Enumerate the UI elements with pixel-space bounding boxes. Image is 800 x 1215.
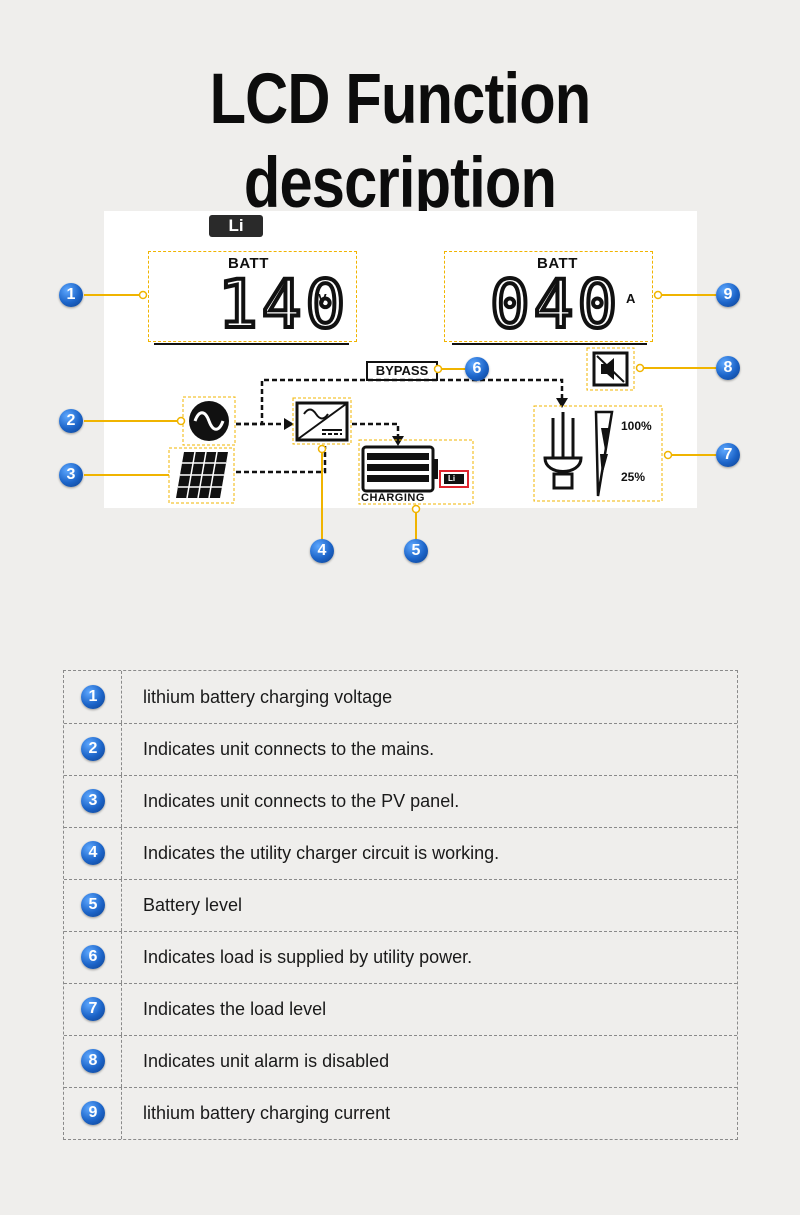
callout-badge-9: 9 bbox=[716, 283, 740, 307]
legend-description: Indicates the utility charger circuit is… bbox=[143, 843, 500, 863]
voltage-underline bbox=[154, 343, 349, 345]
current-batt-label: BATT bbox=[537, 255, 578, 272]
legend-row: 5 Battery level bbox=[64, 879, 737, 932]
voltage-batt-label: BATT bbox=[228, 255, 269, 272]
current-display-box bbox=[444, 251, 653, 342]
charging-label: CHARGING bbox=[361, 492, 425, 504]
legend-badge: 9 bbox=[81, 1101, 105, 1125]
callout-badge-8: 8 bbox=[716, 356, 740, 380]
lcd-flow-diagram bbox=[84, 290, 716, 540]
callout-badge-6: 6 bbox=[465, 357, 489, 381]
voltage-value: 140 bbox=[216, 266, 350, 343]
ac-mains-icon bbox=[182, 396, 236, 446]
legend-row: 1 lithium battery charging voltage bbox=[64, 671, 737, 724]
legend-number-cell: 3 bbox=[64, 775, 122, 827]
current-unit: A bbox=[626, 291, 636, 306]
legend-row: 2 Indicates unit connects to the mains. bbox=[64, 723, 737, 776]
current-value: 040 bbox=[488, 266, 622, 343]
legend-number-cell: 1 bbox=[64, 671, 122, 723]
legend-number-cell: 5 bbox=[64, 879, 122, 931]
legend-description: Battery level bbox=[143, 895, 243, 915]
legend-description: lithium battery charging voltage bbox=[143, 687, 393, 707]
legend-row: 7 Indicates the load level bbox=[64, 983, 737, 1036]
legend-description: Indicates unit alarm is disabled bbox=[143, 1051, 390, 1071]
legend-number-cell: 2 bbox=[64, 723, 122, 775]
legend-badge: 2 bbox=[81, 737, 105, 761]
alarm-disabled-icon bbox=[586, 347, 635, 391]
li-battery-tag: Li bbox=[209, 215, 263, 237]
legend-badge: 8 bbox=[81, 1049, 105, 1073]
legend-row: 8 Indicates unit alarm is disabled bbox=[64, 1035, 737, 1088]
current-underline bbox=[452, 343, 647, 345]
legend-row: 6 Indicates load is supplied by utility … bbox=[64, 931, 737, 984]
legend-badge: 5 bbox=[81, 893, 105, 917]
battery-li-tag: Li bbox=[448, 474, 456, 483]
legend-row: 9 lithium battery charging current bbox=[64, 1087, 737, 1139]
legend-description: Indicates load is supplied by utility po… bbox=[143, 947, 473, 967]
legend-number-cell: 6 bbox=[64, 931, 122, 983]
legend-description: Indicates unit connects to the mains. bbox=[143, 739, 435, 759]
legend-row: 4 Indicates the utility charger circuit … bbox=[64, 827, 737, 880]
legend-description: Indicates the load level bbox=[143, 999, 327, 1019]
bypass-arrow bbox=[556, 398, 568, 408]
load-level-icon bbox=[533, 405, 663, 502]
legend-table: 1 lithium battery charging voltage 2 Ind… bbox=[63, 670, 738, 1140]
callout-badge-3: 3 bbox=[59, 463, 83, 487]
legend-row: 3 Indicates unit connects to the PV pane… bbox=[64, 775, 737, 828]
legend-badge: 1 bbox=[81, 685, 105, 709]
callout-badge-7: 7 bbox=[716, 443, 740, 467]
callout-badge-2: 2 bbox=[59, 409, 83, 433]
legend-badge: 4 bbox=[81, 841, 105, 865]
battery-icon bbox=[358, 439, 474, 505]
pv-panel-icon bbox=[168, 447, 235, 504]
legend-description: lithium battery charging current bbox=[143, 1103, 391, 1123]
battery-arrow bbox=[392, 436, 404, 446]
load-100-label: 100% bbox=[621, 419, 652, 433]
charger-arrow bbox=[284, 418, 294, 430]
legend-number-cell: 4 bbox=[64, 827, 122, 879]
legend-number-cell: 9 bbox=[64, 1087, 122, 1139]
load-25-label: 25% bbox=[621, 470, 646, 484]
page-title: LCD Function description bbox=[209, 60, 592, 223]
callout-badge-1: 1 bbox=[59, 283, 83, 307]
legend-number-cell: 8 bbox=[64, 1035, 122, 1087]
callout-badge-5: 5 bbox=[404, 539, 428, 563]
bypass-path bbox=[236, 378, 564, 426]
legend-number-cell: 7 bbox=[64, 983, 122, 1035]
charger-icon bbox=[292, 397, 352, 445]
legend-badge: 3 bbox=[81, 789, 105, 813]
legend-badge: 7 bbox=[81, 997, 105, 1021]
legend-badge: 6 bbox=[81, 945, 105, 969]
voltage-display-box bbox=[148, 251, 357, 342]
callout-badge-4: 4 bbox=[310, 539, 334, 563]
legend-description: Indicates unit connects to the PV panel. bbox=[143, 791, 460, 811]
voltage-unit: V bbox=[318, 291, 327, 306]
